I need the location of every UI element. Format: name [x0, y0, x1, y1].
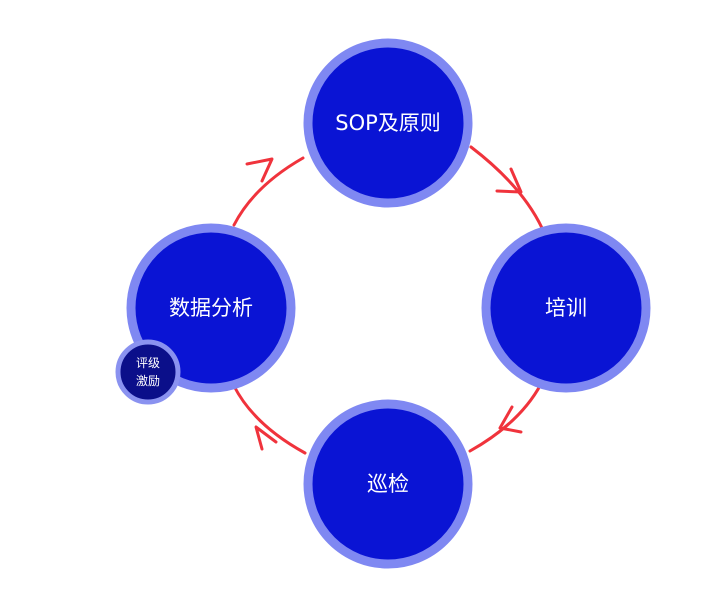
badge-rating-line2: 激励	[136, 374, 160, 388]
arrowhead-analysis-to-sop	[245, 157, 274, 183]
badge-rating: 评级 激励	[115, 339, 181, 405]
arrowhead-training-to-inspection	[498, 405, 523, 434]
node-inspection-circle	[303, 399, 473, 569]
node-analysis-circle	[126, 223, 296, 393]
arrowhead-inspection-to-analysis	[254, 425, 278, 451]
node-sop-circle	[303, 38, 473, 208]
arrowhead-sop-to-training	[495, 167, 523, 194]
arrow-analysis-to-sop	[232, 156, 305, 227]
node-training-label: 培训	[545, 296, 587, 320]
cycle-arrows	[232, 145, 544, 455]
node-training-circle	[481, 223, 651, 393]
node-analysis: 数据分析	[126, 223, 296, 393]
arrow-inspection-to-analysis	[232, 384, 307, 455]
arrow-training-to-inspection	[468, 382, 543, 453]
node-inspection-label: 巡检	[367, 472, 409, 496]
arrow-sop-to-training	[469, 145, 544, 230]
badge-rating-circle	[115, 339, 181, 405]
node-sop: SOP及原则	[303, 38, 473, 208]
node-inspection: 巡检	[303, 399, 473, 569]
badge-rating-line1: 评级	[136, 356, 160, 370]
node-sop-label: SOP及原则	[335, 111, 441, 135]
node-training: 培训	[481, 223, 651, 393]
node-analysis-label: 数据分析	[169, 296, 253, 320]
